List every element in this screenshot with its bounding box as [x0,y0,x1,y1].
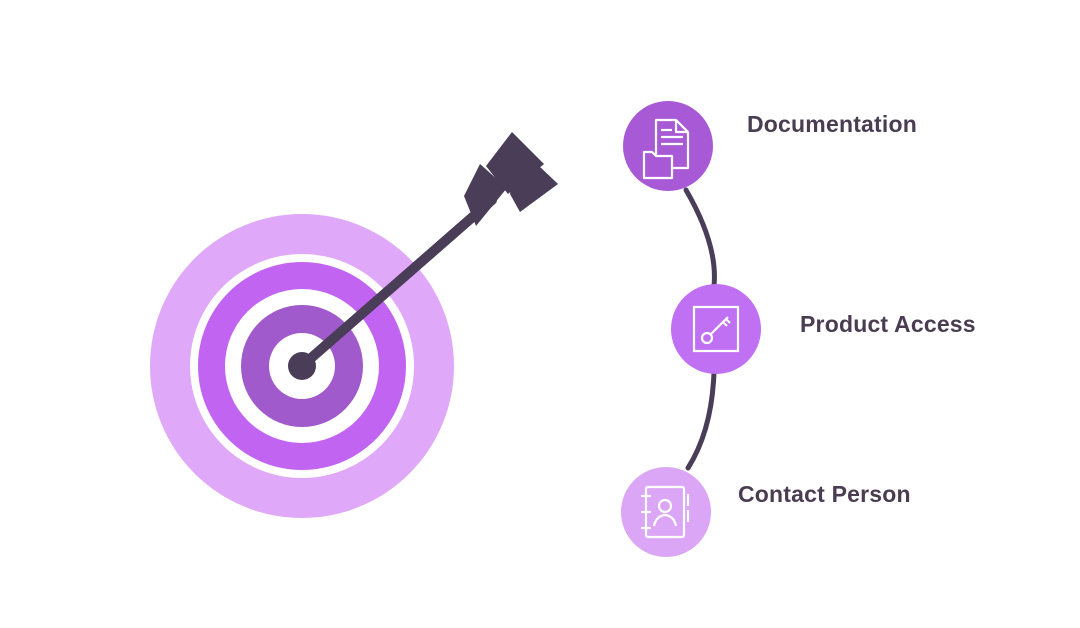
product-access-label: Product Access [800,311,976,337]
connector-arc [683,187,717,471]
node-documentation [623,101,713,191]
document-icon [642,118,690,180]
node-product-access [671,284,761,374]
contact-book-icon [641,485,690,539]
arrow-tip [288,352,316,380]
key-icon [692,305,740,353]
documentation-label: Documentation [747,111,917,137]
arrow-icon [288,132,558,380]
node-contact-person [621,467,711,557]
contact-person-label: Contact Person [738,481,911,507]
arrow-fletching [464,132,558,226]
arrow-shaft [297,195,497,371]
